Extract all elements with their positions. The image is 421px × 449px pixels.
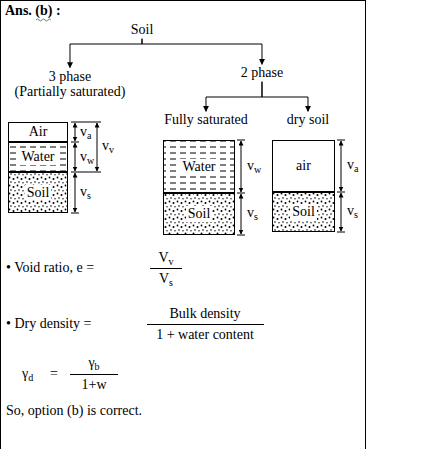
formula-text: • Dry density = bbox=[6, 316, 92, 332]
node-text: Soil bbox=[290, 204, 317, 219]
node-text: dry soil bbox=[287, 112, 329, 127]
volume-symbol: vs bbox=[80, 184, 91, 200]
fraction-numerator: Bulk density bbox=[169, 306, 240, 322]
node-text: Water bbox=[19, 149, 56, 164]
water-layer: Water bbox=[163, 140, 235, 193]
volume-symbol: vw bbox=[80, 149, 94, 165]
node-text: 3 phase bbox=[15, 69, 126, 84]
fraction-numerator: Vv bbox=[158, 250, 173, 266]
node-text: Soil bbox=[25, 185, 52, 200]
fraction-numerator: γb bbox=[88, 355, 99, 371]
node-text: Fully saturated bbox=[164, 112, 248, 127]
node-text: Air bbox=[27, 124, 50, 139]
tree-label: 3 phase(Partially saturated) bbox=[15, 69, 126, 100]
fraction-bar bbox=[70, 269, 264, 375]
volume-symbol: vs bbox=[247, 205, 258, 221]
fraction-denominator: 1+w bbox=[81, 377, 106, 393]
dimension-arrow bbox=[71, 122, 345, 235]
volume-symbol: vw bbox=[247, 158, 261, 174]
tree-arrow bbox=[70, 39, 142, 68]
fraction-denominator: Vs bbox=[159, 271, 173, 287]
tree-label: 2 phase bbox=[241, 65, 283, 80]
air-layer: air bbox=[272, 140, 335, 192]
node-text: Water bbox=[180, 159, 217, 174]
conclusion-text: So, option (b) is correct. bbox=[6, 403, 142, 419]
volume-symbol: vv bbox=[102, 138, 114, 154]
formula-symbol: = bbox=[50, 366, 58, 382]
fraction-denominator: 1 + water content bbox=[156, 327, 254, 343]
node-text: air bbox=[294, 158, 313, 173]
frame-line bbox=[0, 0, 366, 449]
soil-layer: Soil bbox=[272, 192, 335, 232]
soil-layer: Soil bbox=[8, 172, 68, 213]
formula-text: • Void ratio, e = bbox=[6, 260, 94, 276]
formula-symbol: γd bbox=[22, 366, 33, 382]
answer-heading: Ans. (b) : bbox=[5, 3, 61, 19]
node-text: Soil bbox=[131, 22, 154, 37]
node-text: Soil bbox=[186, 206, 213, 221]
air-layer: Air bbox=[8, 122, 68, 142]
node-text: 2 phase bbox=[241, 65, 283, 80]
volume-symbol: va bbox=[80, 124, 91, 140]
tree-arrow bbox=[142, 39, 262, 65]
soil-layer: Soil bbox=[163, 193, 235, 235]
tree-label: Soil bbox=[131, 22, 154, 37]
tree-label: dry soil bbox=[287, 112, 329, 127]
tree-label: Fully saturated bbox=[164, 112, 248, 127]
node-text: (Partially saturated) bbox=[15, 84, 126, 99]
phase-fill bbox=[8, 122, 335, 235]
water-layer: Water bbox=[8, 142, 68, 172]
squiggle bbox=[36, 19, 51, 21]
tree-arrow bbox=[206, 82, 262, 112]
tree-arrow bbox=[262, 82, 308, 112]
volume-symbol: va bbox=[347, 157, 358, 173]
volume-symbol: vs bbox=[347, 203, 358, 219]
